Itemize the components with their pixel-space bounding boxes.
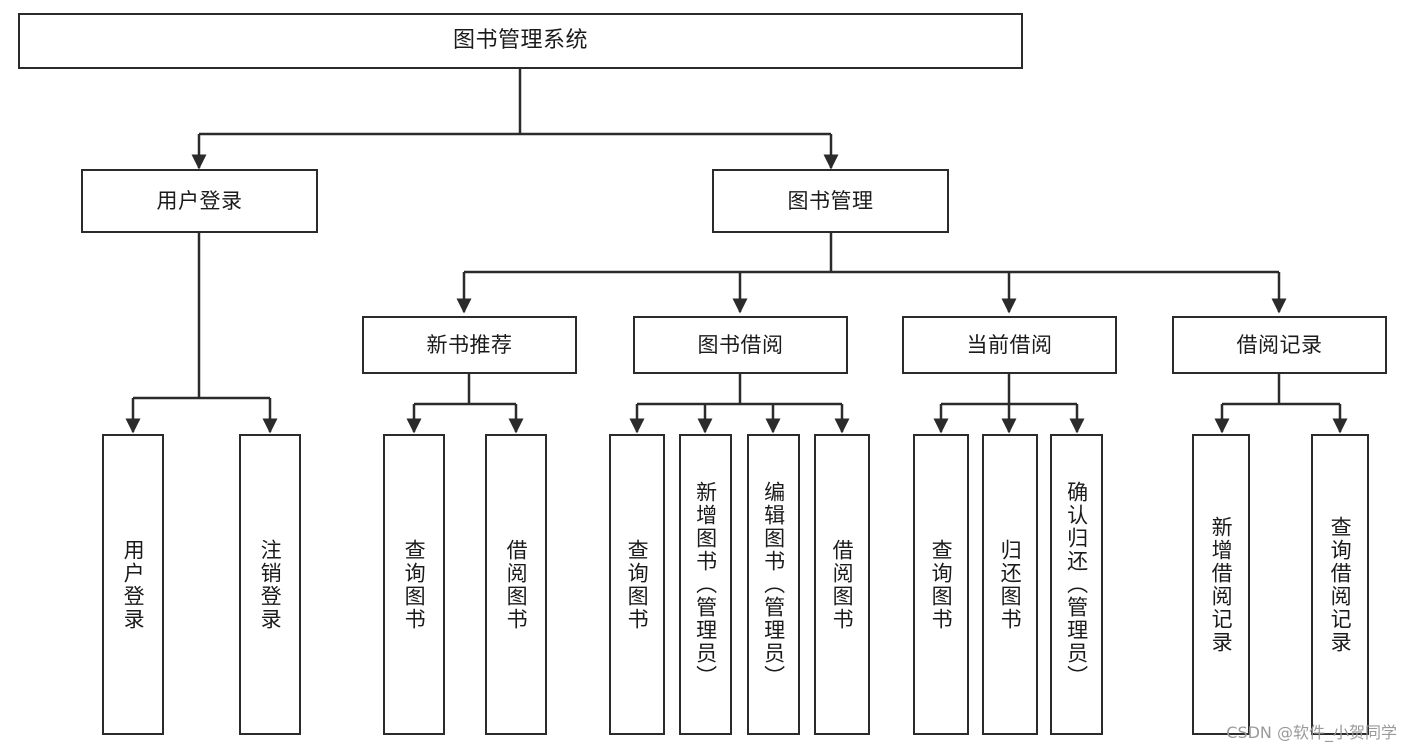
node-current-borrow[interactable]: 当前借阅 — [902, 316, 1117, 374]
node-leaf-user-login[interactable]: 用户登录 — [102, 434, 164, 735]
node-leaf-query-book-recommend[interactable]: 查询图书 — [383, 434, 445, 735]
node-label: 借阅图书 — [830, 538, 855, 631]
node-leaf-edit-book[interactable]: 编辑图书（管理员） — [747, 434, 800, 735]
node-label: 图书管理系统 — [452, 28, 588, 54]
node-label: 查询借阅记录 — [1328, 515, 1353, 654]
node-user-login[interactable]: 用户登录 — [81, 169, 318, 233]
node-new-book-recommend[interactable]: 新书推荐 — [362, 316, 577, 374]
node-leaf-add-book[interactable]: 新增图书（管理员） — [679, 434, 732, 735]
node-leaf-return-book[interactable]: 归还图书 — [982, 434, 1038, 735]
node-label: 用户登录 — [121, 538, 146, 631]
node-label: 查询图书 — [929, 538, 954, 631]
node-book-management[interactable]: 图书管理 — [712, 169, 949, 233]
node-leaf-query-book-borrow[interactable]: 查询图书 — [609, 434, 665, 735]
node-label: 查询图书 — [402, 538, 427, 631]
node-leaf-confirm-return[interactable]: 确认归还（管理员） — [1050, 434, 1103, 735]
node-label: 图书管理 — [787, 188, 874, 213]
node-leaf-logout[interactable]: 注销登录 — [239, 434, 301, 735]
node-label: 当前借阅 — [966, 332, 1053, 357]
node-label: 确认归还（管理员） — [1064, 481, 1089, 688]
node-label: 归还图书 — [998, 538, 1023, 631]
node-label: 查询图书 — [625, 538, 650, 631]
node-borrow-record[interactable]: 借阅记录 — [1172, 316, 1387, 374]
node-root-system[interactable]: 图书管理系统 — [18, 13, 1023, 69]
node-label: 注销登录 — [258, 538, 283, 631]
node-label: 用户登录 — [156, 188, 243, 213]
node-label: 图书借阅 — [697, 332, 784, 357]
node-label: 编辑图书（管理员） — [761, 481, 786, 688]
node-book-borrow[interactable]: 图书借阅 — [633, 316, 848, 374]
node-leaf-add-borrow-record[interactable]: 新增借阅记录 — [1192, 434, 1250, 735]
node-label: 借阅记录 — [1236, 332, 1323, 357]
node-leaf-borrow-book-recommend[interactable]: 借阅图书 — [485, 434, 547, 735]
csdn-watermark: CSDN @软件_小贺同学 — [1226, 723, 1397, 742]
node-label: 新增图书（管理员） — [693, 481, 718, 688]
node-leaf-query-book-current[interactable]: 查询图书 — [913, 434, 969, 735]
node-label: 新书推荐 — [426, 332, 513, 357]
node-label: 新增借阅记录 — [1209, 515, 1234, 654]
node-leaf-query-borrow-record[interactable]: 查询借阅记录 — [1311, 434, 1369, 735]
node-leaf-borrow-book-borrow[interactable]: 借阅图书 — [814, 434, 870, 735]
node-label: 借阅图书 — [504, 538, 529, 631]
